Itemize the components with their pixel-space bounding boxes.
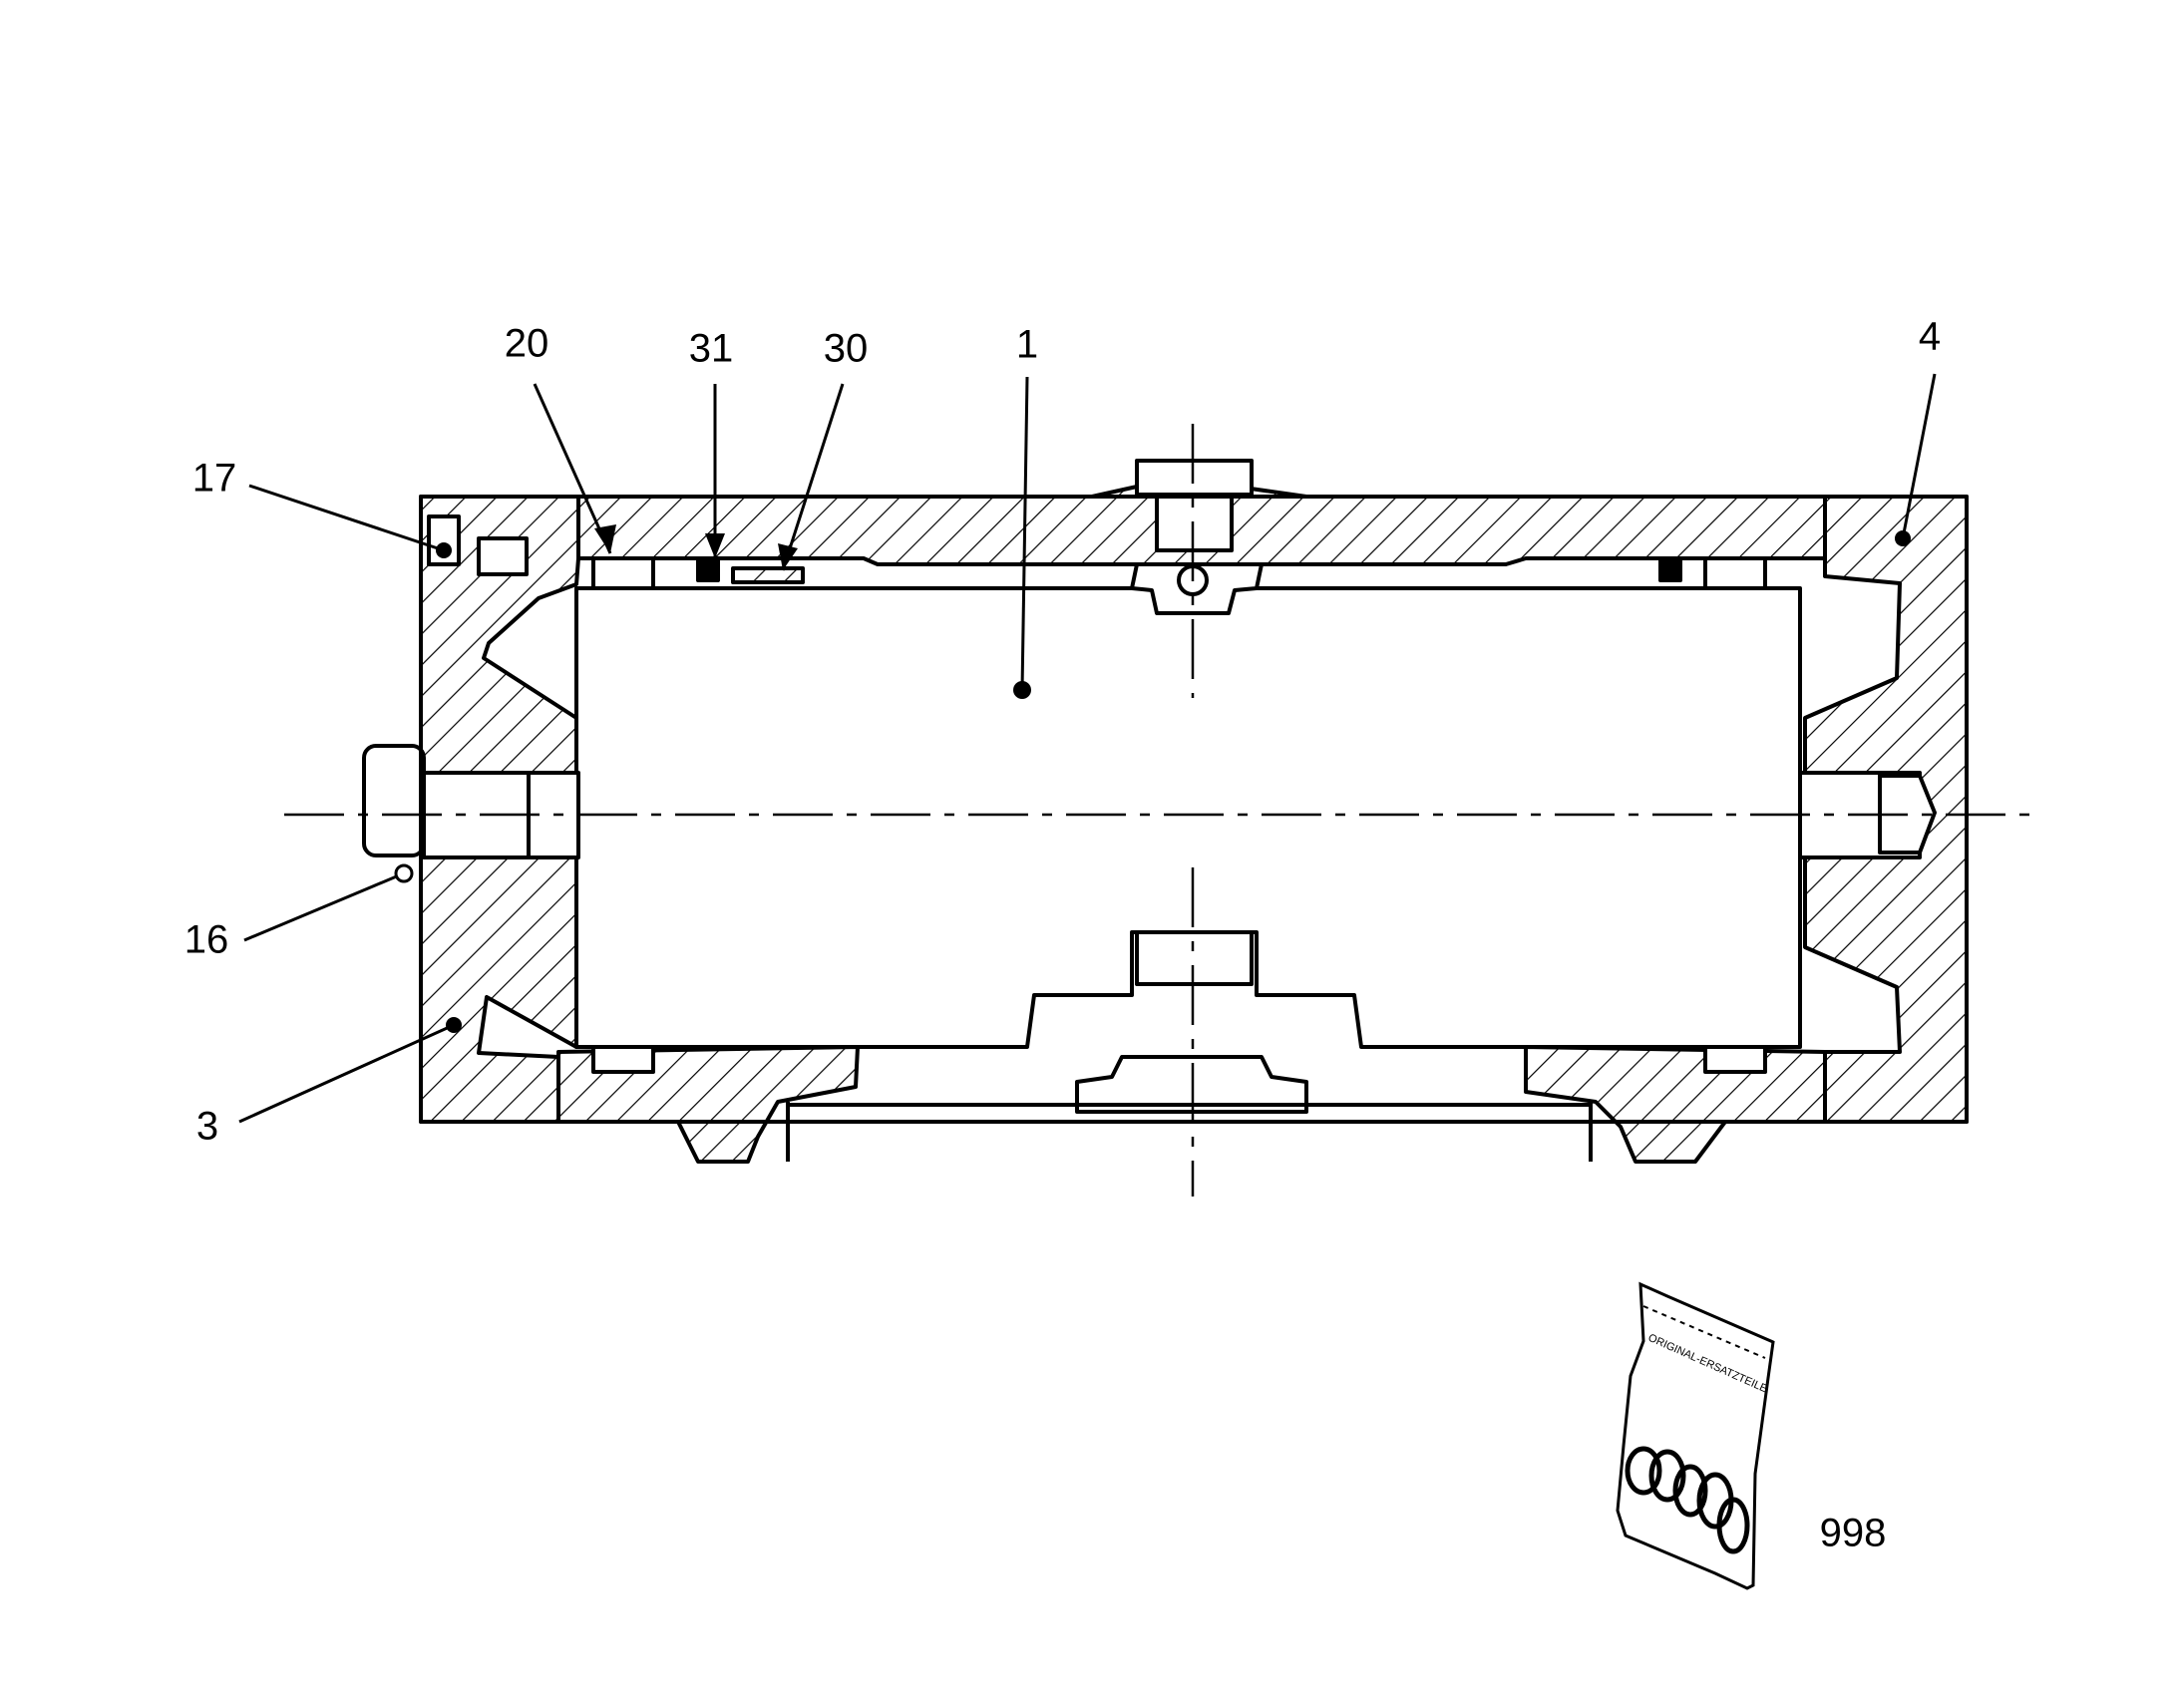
callout-1: 1	[1016, 323, 1038, 367]
o-ring	[1672, 1464, 1708, 1518]
spare-parts-bag	[1616, 1281, 1775, 1590]
ring-right-top	[1658, 558, 1682, 582]
leader-30	[781, 383, 845, 571]
seal-right-bottom	[1703, 1045, 1767, 1074]
callout-3: 3	[196, 1105, 218, 1149]
callout-998: 998	[1820, 1512, 1887, 1555]
inner-drum	[574, 586, 1802, 1049]
top-boss	[1135, 459, 1254, 497]
seal-left-bottom	[591, 1045, 655, 1074]
bag-seam	[1642, 1305, 1766, 1359]
leader-3	[238, 1023, 455, 1124]
marker-17	[436, 542, 452, 558]
arrow-31	[705, 533, 725, 558]
top-plug	[1155, 493, 1234, 552]
leader-20	[533, 383, 612, 554]
callout-4: 4	[1919, 315, 1941, 359]
o-ring	[1625, 1446, 1662, 1496]
assembly-section	[362, 459, 1969, 1164]
bottom-boss	[1135, 930, 1254, 986]
leader-lines	[238, 373, 1937, 1124]
o-ring	[1716, 1497, 1750, 1554]
bottom-right-housing	[1524, 1045, 1827, 1164]
o-ring	[1648, 1449, 1686, 1503]
leader-17	[248, 484, 445, 552]
callout-30: 30	[824, 327, 869, 371]
ring-30	[731, 566, 805, 584]
ring-31	[696, 558, 720, 582]
marker-16	[394, 863, 414, 883]
marker-3	[446, 1017, 462, 1033]
leader-1	[1020, 376, 1029, 691]
callout-16: 16	[184, 918, 229, 962]
marker-4	[1895, 530, 1911, 546]
callout-17: 17	[192, 457, 237, 501]
leader-16	[243, 873, 400, 942]
seal-left-top	[591, 556, 655, 590]
arrow-30	[778, 543, 798, 570]
o-rings	[1625, 1446, 1750, 1554]
centerlines	[284, 424, 2029, 1196]
arrow-20	[594, 524, 616, 553]
leader-4	[1901, 373, 1937, 539]
callout-20: 20	[505, 322, 549, 366]
leader-markers	[394, 524, 1911, 1033]
marker-1	[1013, 681, 1031, 699]
plug-17-socket	[477, 536, 529, 576]
bag-outline	[1616, 1281, 1775, 1590]
seal-right-top	[1703, 556, 1767, 590]
axle-nut	[362, 744, 426, 857]
callout-31: 31	[689, 327, 734, 371]
